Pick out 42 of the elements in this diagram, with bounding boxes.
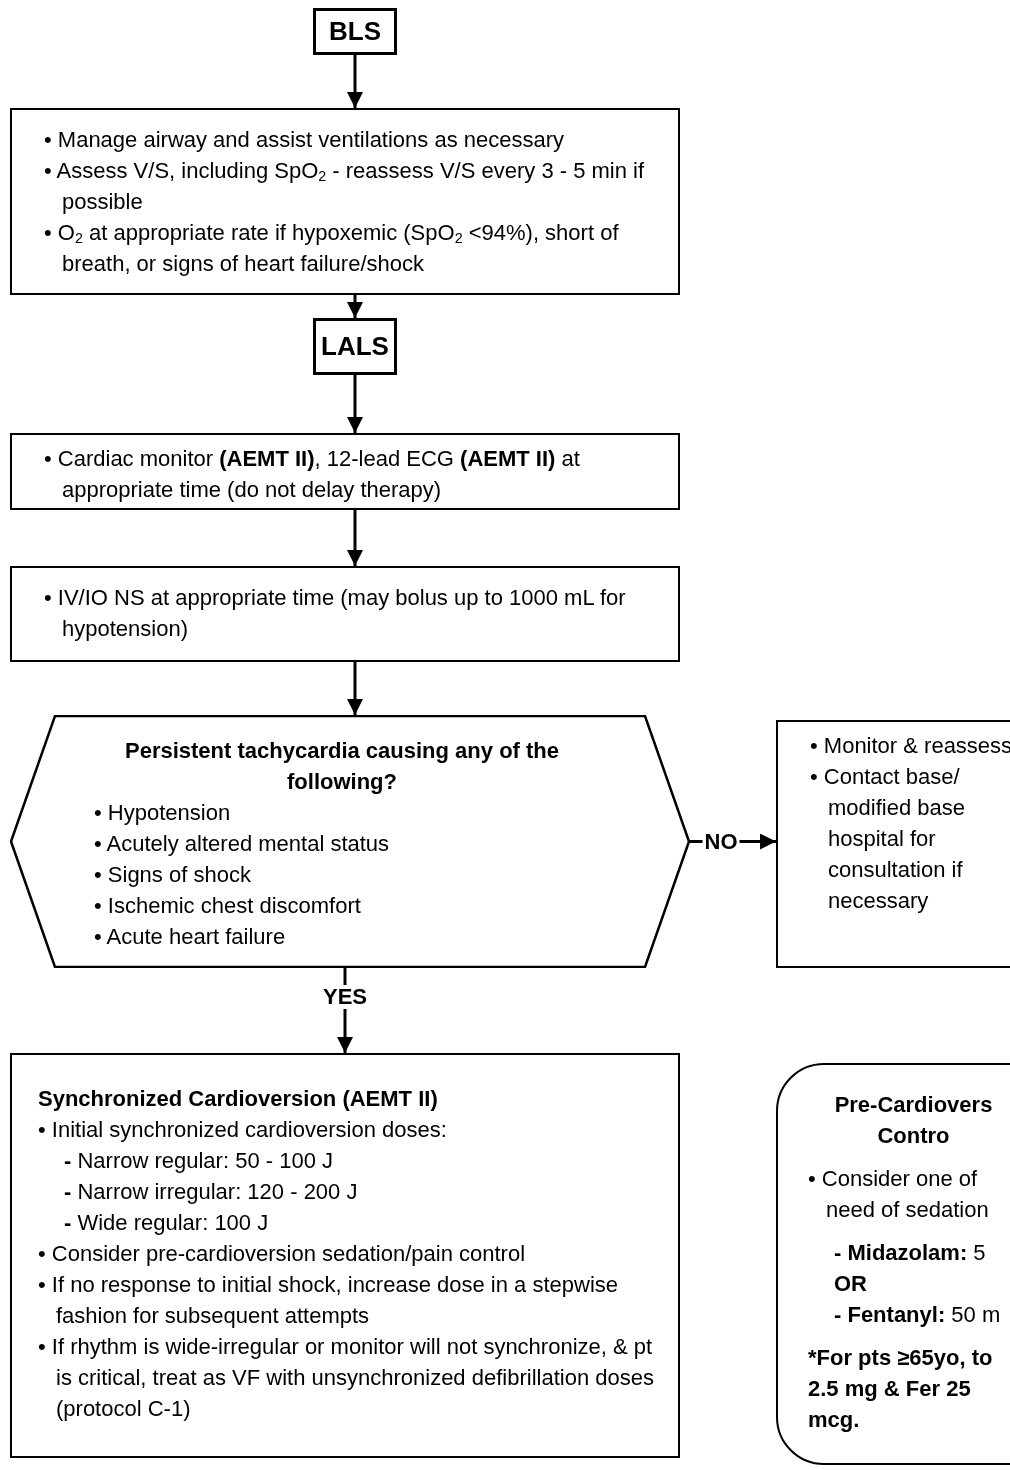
note-box — [776, 1063, 1010, 1465]
bullet-text: • Manage airway and assist ventilations as necessary — [44, 126, 566, 154]
heading-text: Pre-Cardiovers Contro — [833, 1091, 994, 1150]
heading-text: Synchronized Cardioversion (AEMT II) — [38, 1085, 439, 1113]
terminal-label: BLS — [329, 16, 381, 47]
bullet-text: • O$_{2}$ at appropriate rate if hypoxemic (SpO$_{2}$ <94%), short of breath, or signs of heart failure/shock — [44, 219, 620, 278]
process-box — [10, 1053, 680, 1458]
bullet-text: • IV/IO NS at appropriate time (may bolus up to 1000 mL for hypotension) — [44, 584, 627, 643]
note-text: *For pts ≥65yo, to 2.5 mg & Fer 25 mcg. — [808, 1344, 994, 1434]
arrow — [347, 55, 363, 108]
terminal-box — [313, 8, 397, 55]
terminal-label: LALS — [321, 331, 389, 362]
bullet-text: • Consider one of need of sedation — [808, 1165, 990, 1224]
list-item-text: - Narrow regular: 50 - 100 J — [63, 1147, 334, 1175]
process-box — [10, 433, 680, 510]
bullet-text: • If rhythm is wide-irregular or monitor will not synchronize, & pt is critical, treat as VF with unsynchronized defibrillation doses (protocol C-1) — [38, 1333, 655, 1423]
process-box — [10, 108, 680, 295]
edge-label: YES — [321, 984, 369, 1009]
bullet-text: • Ischemic chest discomfort — [94, 892, 362, 920]
bullet-text: • Consider pre-cardioversion sedation/pain control — [38, 1240, 527, 1268]
arrow — [347, 375, 363, 433]
list-item-text: - Fentanyl: 50 m — [833, 1301, 1002, 1329]
bullet-text: • Acute heart failure — [94, 923, 287, 951]
terminal-box — [313, 318, 397, 375]
process-box — [10, 566, 680, 662]
heading-text: Persistent tachycardia causing any of the following? — [123, 737, 560, 796]
bullet-text: • If no response to initial shock, increase dose in a stepwise fashion for subsequent attempts — [38, 1271, 619, 1330]
bullet-text: • Acutely altered mental status — [94, 830, 391, 858]
bullet-text: • Cardiac monitor (AEMT II), 12-lead ECG (AEMT II) at appropriate time (do not delay therapy) — [44, 445, 581, 504]
list-item-text: - Midazolam: 5 — [833, 1239, 987, 1267]
arrow — [347, 662, 363, 715]
list-item-text: - Narrow irregular: 120 - 200 J — [63, 1178, 359, 1206]
process-box — [776, 720, 1010, 968]
bullet-text: • Signs of shock — [94, 861, 252, 889]
arrow — [347, 295, 363, 318]
arrow — [347, 510, 363, 566]
bullet-text: • Initial synchronized cardioversion doses: — [38, 1116, 448, 1144]
decision-hexagon — [10, 715, 690, 968]
bullet-text: • Hypotension — [94, 799, 232, 827]
list-item-text: - Wide regular: 100 J — [63, 1209, 270, 1237]
bullet-text: • Contact base/ modified base hospital for consultation if necessary — [810, 763, 966, 915]
connector-word: OR — [833, 1270, 868, 1298]
